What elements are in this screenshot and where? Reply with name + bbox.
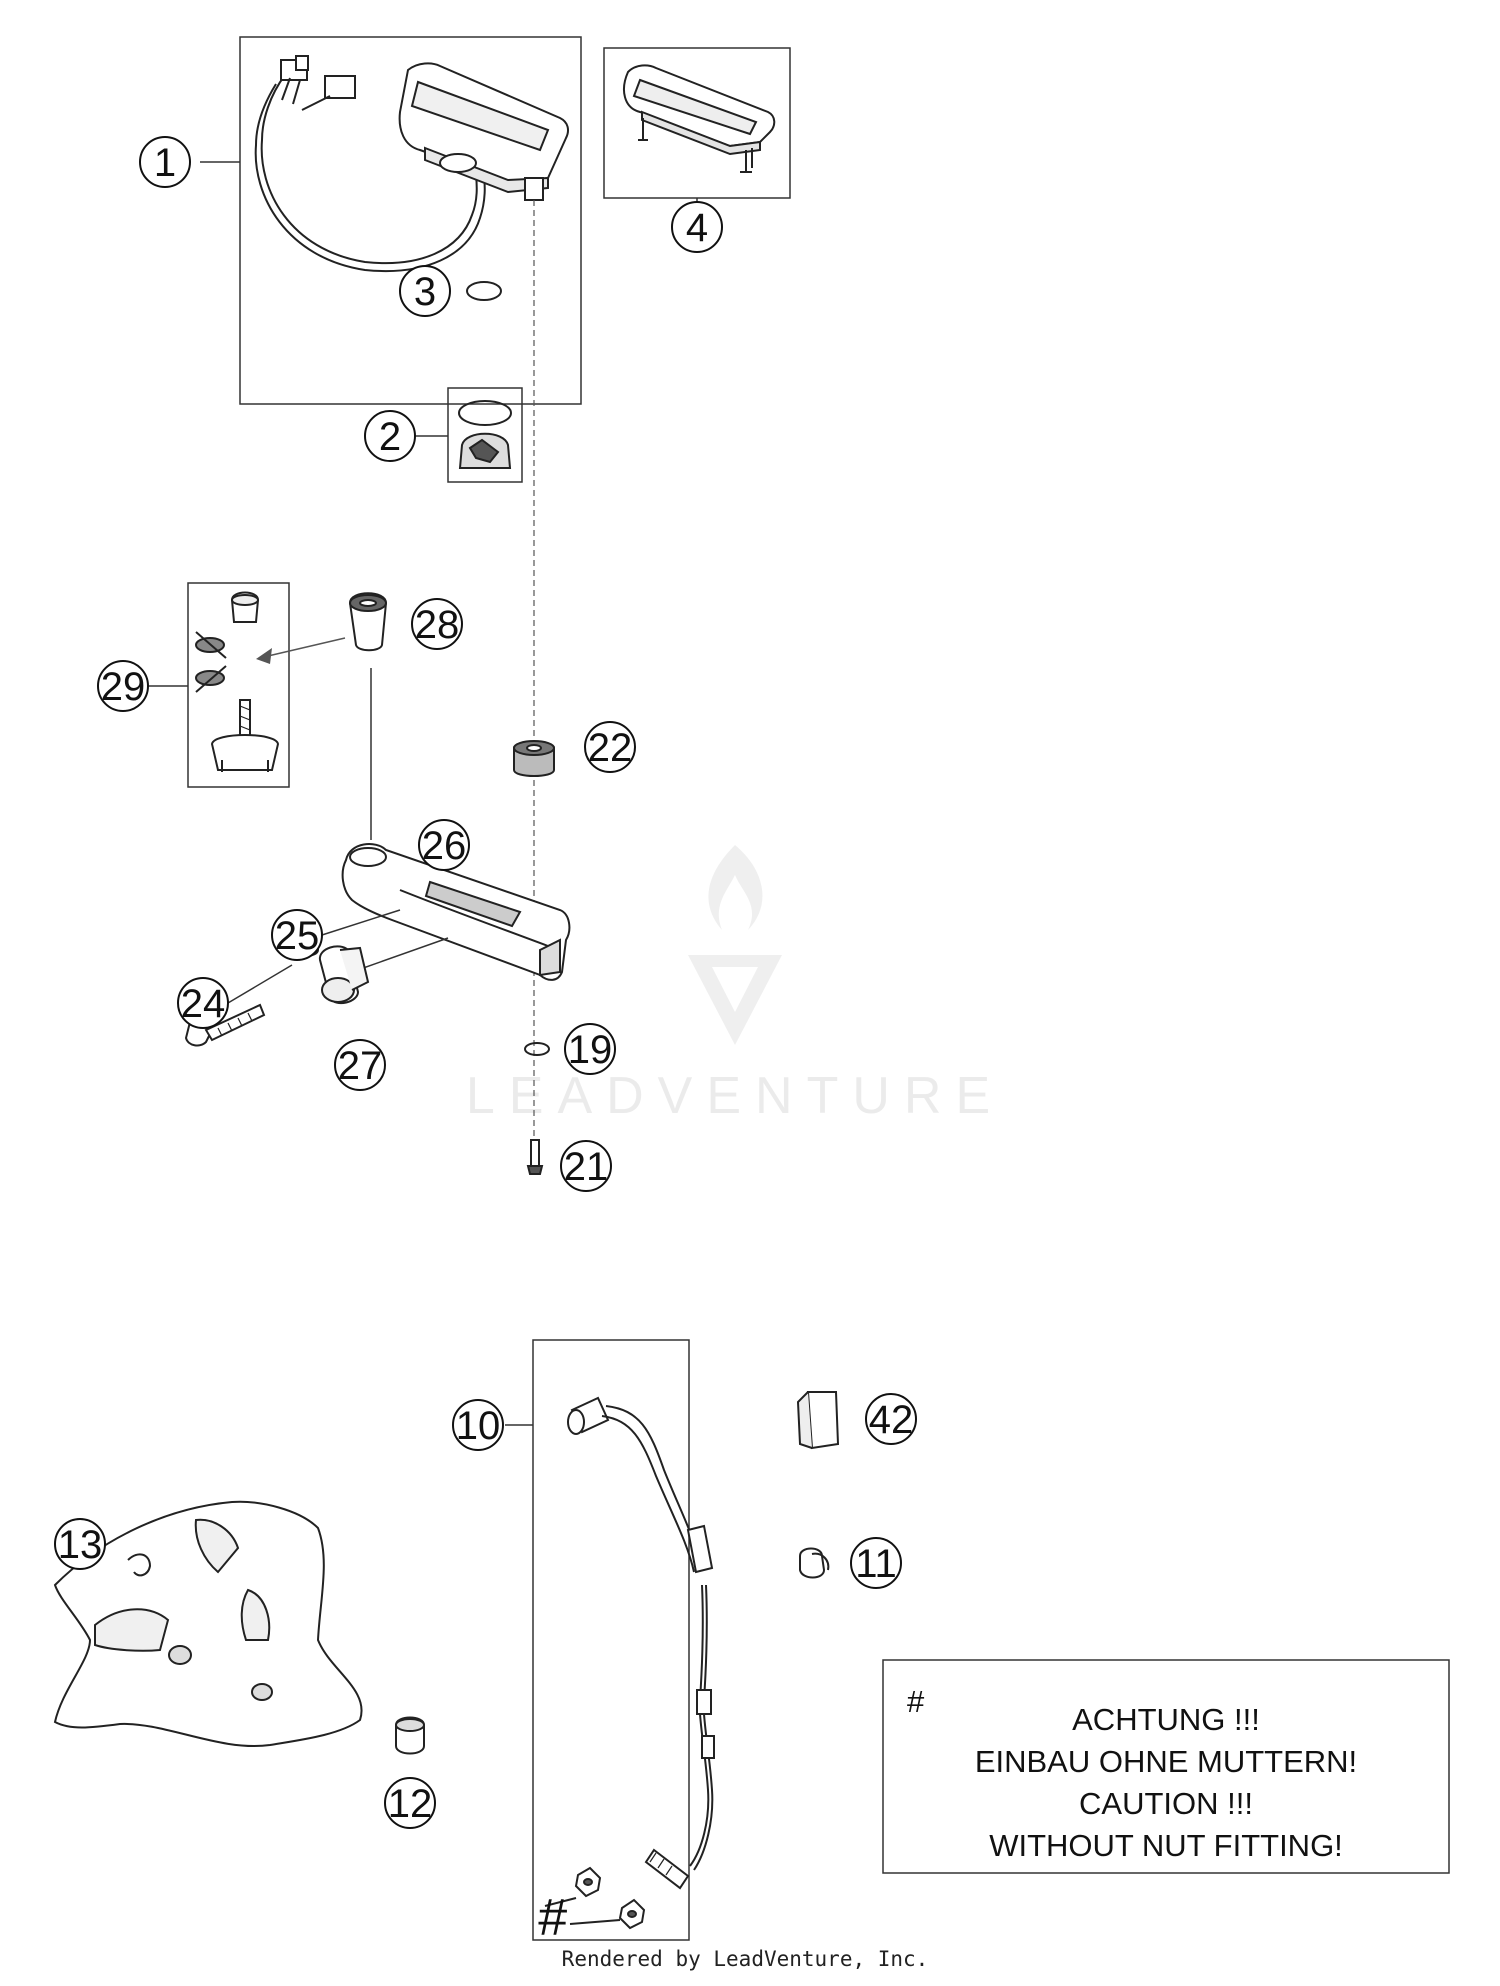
group-box-10 bbox=[532, 1339, 690, 1941]
callout-label-11: 11 bbox=[855, 1542, 897, 1586]
callout-label-26: 26 bbox=[422, 824, 467, 868]
callout-24: 24 bbox=[177, 977, 229, 1029]
callout-label-22: 22 bbox=[588, 726, 633, 770]
hex-nuts bbox=[544, 1866, 646, 1930]
callout-label-4: 4 bbox=[686, 206, 708, 250]
callout-label-19: 19 bbox=[568, 1028, 613, 1072]
callout-42: 42 bbox=[865, 1393, 917, 1445]
callout-11: 11 bbox=[850, 1537, 902, 1589]
leader-line-25 bbox=[321, 909, 401, 936]
speed-sensor-cable-part-10 bbox=[567, 1396, 715, 1890]
notice-line-1: ACHTUNG !!! bbox=[1072, 1702, 1260, 1737]
callout-12: 12 bbox=[384, 1777, 436, 1829]
brake-disc-part-13 bbox=[53, 1500, 363, 1747]
callout-label-1: 1 bbox=[154, 141, 176, 185]
callout-label-24: 24 bbox=[181, 982, 226, 1026]
callout-label-25: 25 bbox=[275, 914, 320, 958]
callout-label-12: 12 bbox=[388, 1782, 433, 1826]
grommet-part-22 bbox=[513, 740, 555, 777]
callout-label-2: 2 bbox=[379, 415, 401, 459]
rubber-bushing-part-27 bbox=[318, 945, 370, 1005]
notice-symbol: # bbox=[907, 1684, 925, 1719]
callout-label-42: 42 bbox=[869, 1398, 914, 1442]
callout-label-10: 10 bbox=[456, 1404, 501, 1448]
bushing-part-28 bbox=[348, 592, 388, 652]
leader-line-24 bbox=[227, 964, 293, 1004]
watermark-text: LEADVENTURE bbox=[466, 1067, 1004, 1125]
notice-box: # ACHTUNG !!! EINBAU OHNE MUTTERN! CAUTI… bbox=[882, 1659, 1450, 1874]
callout-21: 21 bbox=[560, 1140, 612, 1192]
footer-credit: Rendered by LeadVenture, Inc. bbox=[562, 1947, 929, 1971]
callout-10: 10 bbox=[452, 1399, 504, 1451]
callout-2: 2 bbox=[364, 410, 416, 462]
arrow-28-to-29 bbox=[267, 637, 346, 657]
part-2-box bbox=[447, 387, 523, 483]
notice-line-2: EINBAU OHNE MUTTERN! bbox=[975, 1744, 1357, 1779]
notice-line-4: WITHOUT NUT FITTING! bbox=[989, 1828, 1343, 1863]
callout-3: 3 bbox=[399, 265, 451, 317]
clamp-part-11 bbox=[799, 1547, 830, 1579]
circlip-part-13 bbox=[127, 1553, 152, 1577]
callout-28: 28 bbox=[411, 598, 463, 650]
group-box-1 bbox=[239, 36, 582, 405]
callout-25: 25 bbox=[271, 909, 323, 961]
callout-4: 4 bbox=[671, 201, 723, 253]
callout-label-28: 28 bbox=[415, 603, 460, 647]
bracket-part-26 bbox=[341, 843, 571, 981]
callout-13: 13 bbox=[54, 1518, 106, 1570]
arrow-head-icon bbox=[256, 648, 272, 664]
callout-label-13: 13 bbox=[58, 1523, 103, 1567]
v-logo-icon bbox=[688, 955, 782, 1045]
speedometer-wiring-harness bbox=[254, 55, 486, 272]
clip-part-42 bbox=[796, 1391, 840, 1450]
callout-26: 26 bbox=[418, 819, 470, 871]
leadventure-watermark: LEADVENTURE bbox=[466, 845, 1004, 1125]
callout-1: 1 bbox=[139, 136, 191, 188]
callout-label-3: 3 bbox=[414, 270, 436, 314]
leader-line-27 bbox=[351, 937, 449, 973]
callout-29: 29 bbox=[97, 660, 149, 712]
callout-19: 19 bbox=[564, 1023, 616, 1075]
washer-part-19 bbox=[524, 1042, 550, 1056]
callout-label-21: 21 bbox=[564, 1145, 609, 1189]
screw-part-21 bbox=[526, 1139, 544, 1175]
spacer-part-12 bbox=[395, 1716, 425, 1755]
cap-part-2 bbox=[458, 400, 512, 469]
nut-marker-symbol: # bbox=[538, 1889, 568, 1947]
callout-label-27: 27 bbox=[338, 1044, 383, 1088]
speedometer-body bbox=[398, 62, 569, 201]
mount-kit-part-29 bbox=[195, 591, 280, 772]
group-box-29 bbox=[187, 582, 290, 788]
callout-label-29: 29 bbox=[101, 665, 146, 709]
speedometer-cover-part-4 bbox=[623, 64, 776, 173]
callout-27: 27 bbox=[334, 1039, 386, 1091]
notice-line-3: CAUTION !!! bbox=[1079, 1786, 1253, 1821]
callout-22: 22 bbox=[584, 721, 636, 773]
flame-logo-icon bbox=[708, 845, 763, 930]
o-ring-part-3 bbox=[466, 281, 502, 301]
